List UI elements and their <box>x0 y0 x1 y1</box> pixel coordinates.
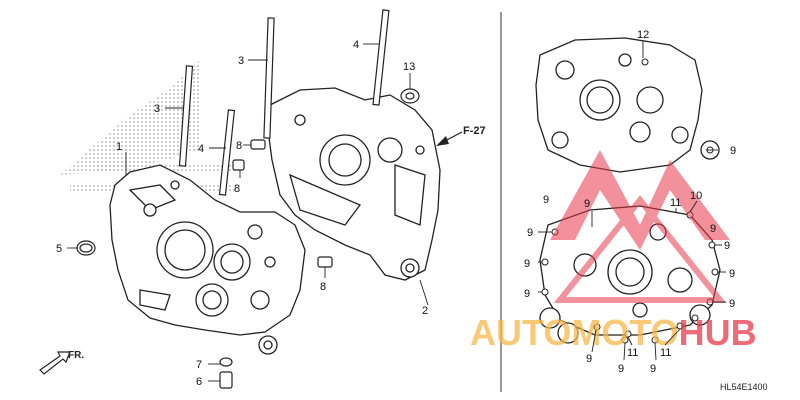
f-27-reference: F-27 <box>436 125 486 146</box>
callout-10: 10 <box>690 190 702 202</box>
callout-6: 6 <box>196 376 202 388</box>
callout-9: 9 <box>527 227 533 239</box>
callout-3: 3 <box>154 103 160 115</box>
callout-9: 9 <box>729 298 735 310</box>
watermark-part2: HUB <box>679 312 757 353</box>
callout-9: 9 <box>618 363 624 375</box>
callout-9: 9 <box>584 198 590 210</box>
left-crankcase-half <box>109 164 306 355</box>
callout-8: 8 <box>320 281 326 293</box>
svg-text:AUTOMOTOHUB: AUTOMOTOHUB <box>470 312 757 353</box>
callout-labels: 1 2 3 3 4 4 5 6 7 8 8 8 9 9 9 9 9 9 9 9 … <box>56 29 736 388</box>
callout-9: 9 <box>710 223 716 235</box>
front-direction-arrow: FR. <box>39 350 84 375</box>
callout-13: 13 <box>403 61 415 73</box>
small-parts <box>76 88 420 389</box>
watermark-logo-icon <box>550 150 730 303</box>
callout-9: 9 <box>524 288 530 300</box>
callout-9: 9 <box>586 353 592 365</box>
leader-lines <box>67 41 726 382</box>
watermark-part1: AUTOMOTO <box>470 312 679 353</box>
right-crankcase-half <box>267 87 441 281</box>
callout-7: 7 <box>196 359 202 371</box>
svg-text:F-27: F-27 <box>463 125 486 137</box>
callout-8: 8 <box>234 183 240 195</box>
crankcase-face-upper <box>535 37 720 173</box>
callout-11: 11 <box>627 347 638 359</box>
callout-8: 8 <box>236 140 242 152</box>
callout-11: 11 <box>670 197 681 209</box>
callout-12: 12 <box>637 29 649 41</box>
automotohub-watermark: AUTOMOTOHUB <box>470 150 757 353</box>
callout-3: 3 <box>238 55 244 67</box>
svg-text:FR.: FR. <box>68 350 84 361</box>
callout-9: 9 <box>650 363 656 375</box>
callout-1: 1 <box>116 141 122 153</box>
callout-2: 2 <box>422 305 428 317</box>
callout-9: 9 <box>724 240 730 252</box>
callout-9: 9 <box>524 258 530 270</box>
studs <box>178 9 390 196</box>
callout-9: 9 <box>729 268 735 280</box>
callout-5: 5 <box>56 243 62 255</box>
callout-9: 9 <box>730 145 736 157</box>
callout-9: 9 <box>543 194 549 206</box>
callout-4: 4 <box>198 143 204 155</box>
callout-11: 11 <box>660 347 671 359</box>
diagram-code: HL54E1400 <box>720 382 768 392</box>
callout-4: 4 <box>353 39 359 51</box>
